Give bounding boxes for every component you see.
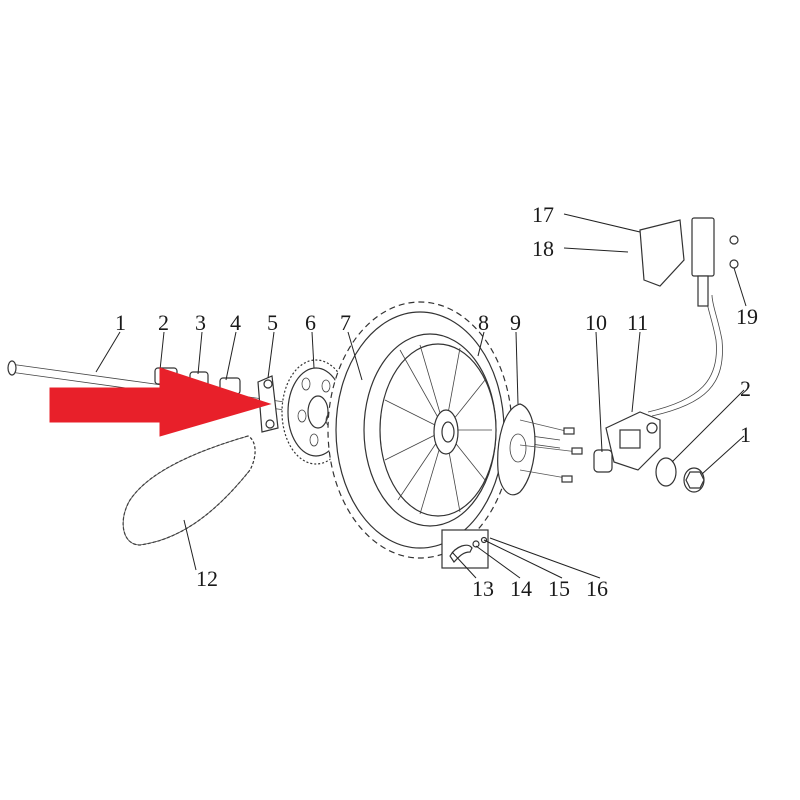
brake-caliper: [605, 411, 661, 471]
callout-17: 17: [532, 202, 554, 227]
callout-10: 10: [585, 310, 607, 335]
callout-4: 4: [230, 310, 241, 335]
axle-nut-washer: [655, 457, 705, 493]
callout-16: 16: [586, 576, 608, 601]
callout-6: 6: [305, 310, 316, 335]
callout-12: 12: [196, 566, 218, 591]
callout-5: 5: [267, 310, 278, 335]
callout-1-washer: 1: [740, 422, 751, 447]
highlight-arrow: [49, 367, 272, 437]
callout-8: 8: [478, 310, 489, 335]
axle-bushing: [593, 449, 613, 473]
callout-11: 11: [627, 310, 648, 335]
callout-2-nut: 2: [740, 376, 751, 401]
callout-numbers: 1 2 3 4 5 6 7 8 9 10 11 12 13 14 15 16 1…: [115, 202, 758, 601]
disc-bolts: [519, 419, 583, 483]
callout-18: 18: [532, 236, 554, 261]
leader-lines: [95, 213, 747, 579]
callout-7: 7: [340, 310, 351, 335]
callout-14: 14: [510, 576, 532, 601]
callout-15: 15: [548, 576, 570, 601]
callout-2: 2: [158, 310, 169, 335]
callout-13: 13: [472, 576, 494, 601]
master-cylinder: [639, 217, 739, 307]
brake-disc: [497, 403, 536, 496]
callout-3: 3: [195, 310, 206, 335]
drive-chain: [122, 435, 256, 546]
callout-9: 9: [510, 310, 521, 335]
brake-hose: [647, 294, 723, 417]
valve-inset: [441, 529, 489, 569]
callout-19: 19: [736, 304, 758, 329]
rear-wheel: [327, 301, 513, 559]
callout-1: 1: [115, 310, 126, 335]
